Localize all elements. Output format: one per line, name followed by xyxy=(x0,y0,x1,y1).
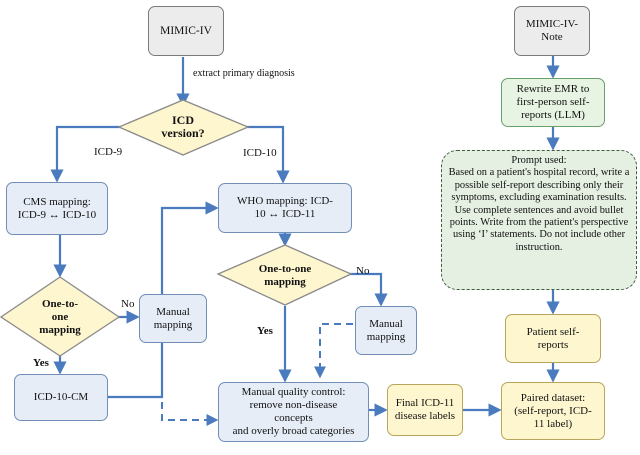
mimic-iv-note-node: MIMIC-IV- Note xyxy=(514,6,590,56)
left-mapping-diamond xyxy=(0,276,121,357)
right-mapping-diamond xyxy=(216,244,353,306)
yes-left-label: Yes xyxy=(33,357,49,369)
manual-quality-control-node: Manual quality control: remove non-disea… xyxy=(218,382,369,442)
mimic-iv-node: MIMIC-IV xyxy=(148,6,224,56)
icd9-label: ICD-9 xyxy=(94,146,123,158)
who-mapping-node: WHO mapping: ICD- 10 ↔ ICD-11 xyxy=(218,183,352,233)
dashed-manual-left-to-qc xyxy=(161,342,219,426)
icd-version-label: ICD version? xyxy=(161,113,205,140)
icd-version-diamond xyxy=(117,99,250,156)
icd10cm-node: ICD-10-CM xyxy=(14,374,108,421)
final-icd11-node: Final ICD-11 disease labels xyxy=(387,384,463,436)
patient-self-reports-node: Patient self- reports xyxy=(505,314,601,363)
yes-right-label: Yes xyxy=(257,325,273,337)
prompt-body: Based on a patient's hospital record, wr… xyxy=(448,167,630,253)
cms-mapping-node: CMS mapping: ICD-9 ↔ ICD-10 xyxy=(6,182,108,235)
icd10-label: ICD-10 xyxy=(243,147,277,159)
rewrite-emr-node: Rewrite EMR to first-person self- report… xyxy=(501,78,605,127)
manual-mapping-right-node: Manual mapping xyxy=(355,306,417,355)
paired-dataset-node: Paired dataset: (self-report, ICD- 11 la… xyxy=(501,382,605,440)
arrow-icd10 xyxy=(246,125,290,184)
extract-primary-diagnosis-label: extract primary diagnosis xyxy=(193,68,295,79)
arrow-right-no xyxy=(349,272,388,307)
dashed-manual-right-to-qc xyxy=(314,323,353,379)
prompt-box: Prompt used: Based on a patient's hospit… xyxy=(441,150,637,290)
prompt-heading: Prompt used: xyxy=(511,155,567,166)
right-mapping-label: One-to-one mapping xyxy=(258,263,312,288)
arrow-icd9 xyxy=(50,125,120,183)
no-right-label: No xyxy=(356,265,370,277)
no-left-label: No xyxy=(121,298,135,310)
left-mapping-label: One-to- one mapping xyxy=(39,297,81,336)
manual-mapping-left-node: Manual mapping xyxy=(139,294,207,343)
